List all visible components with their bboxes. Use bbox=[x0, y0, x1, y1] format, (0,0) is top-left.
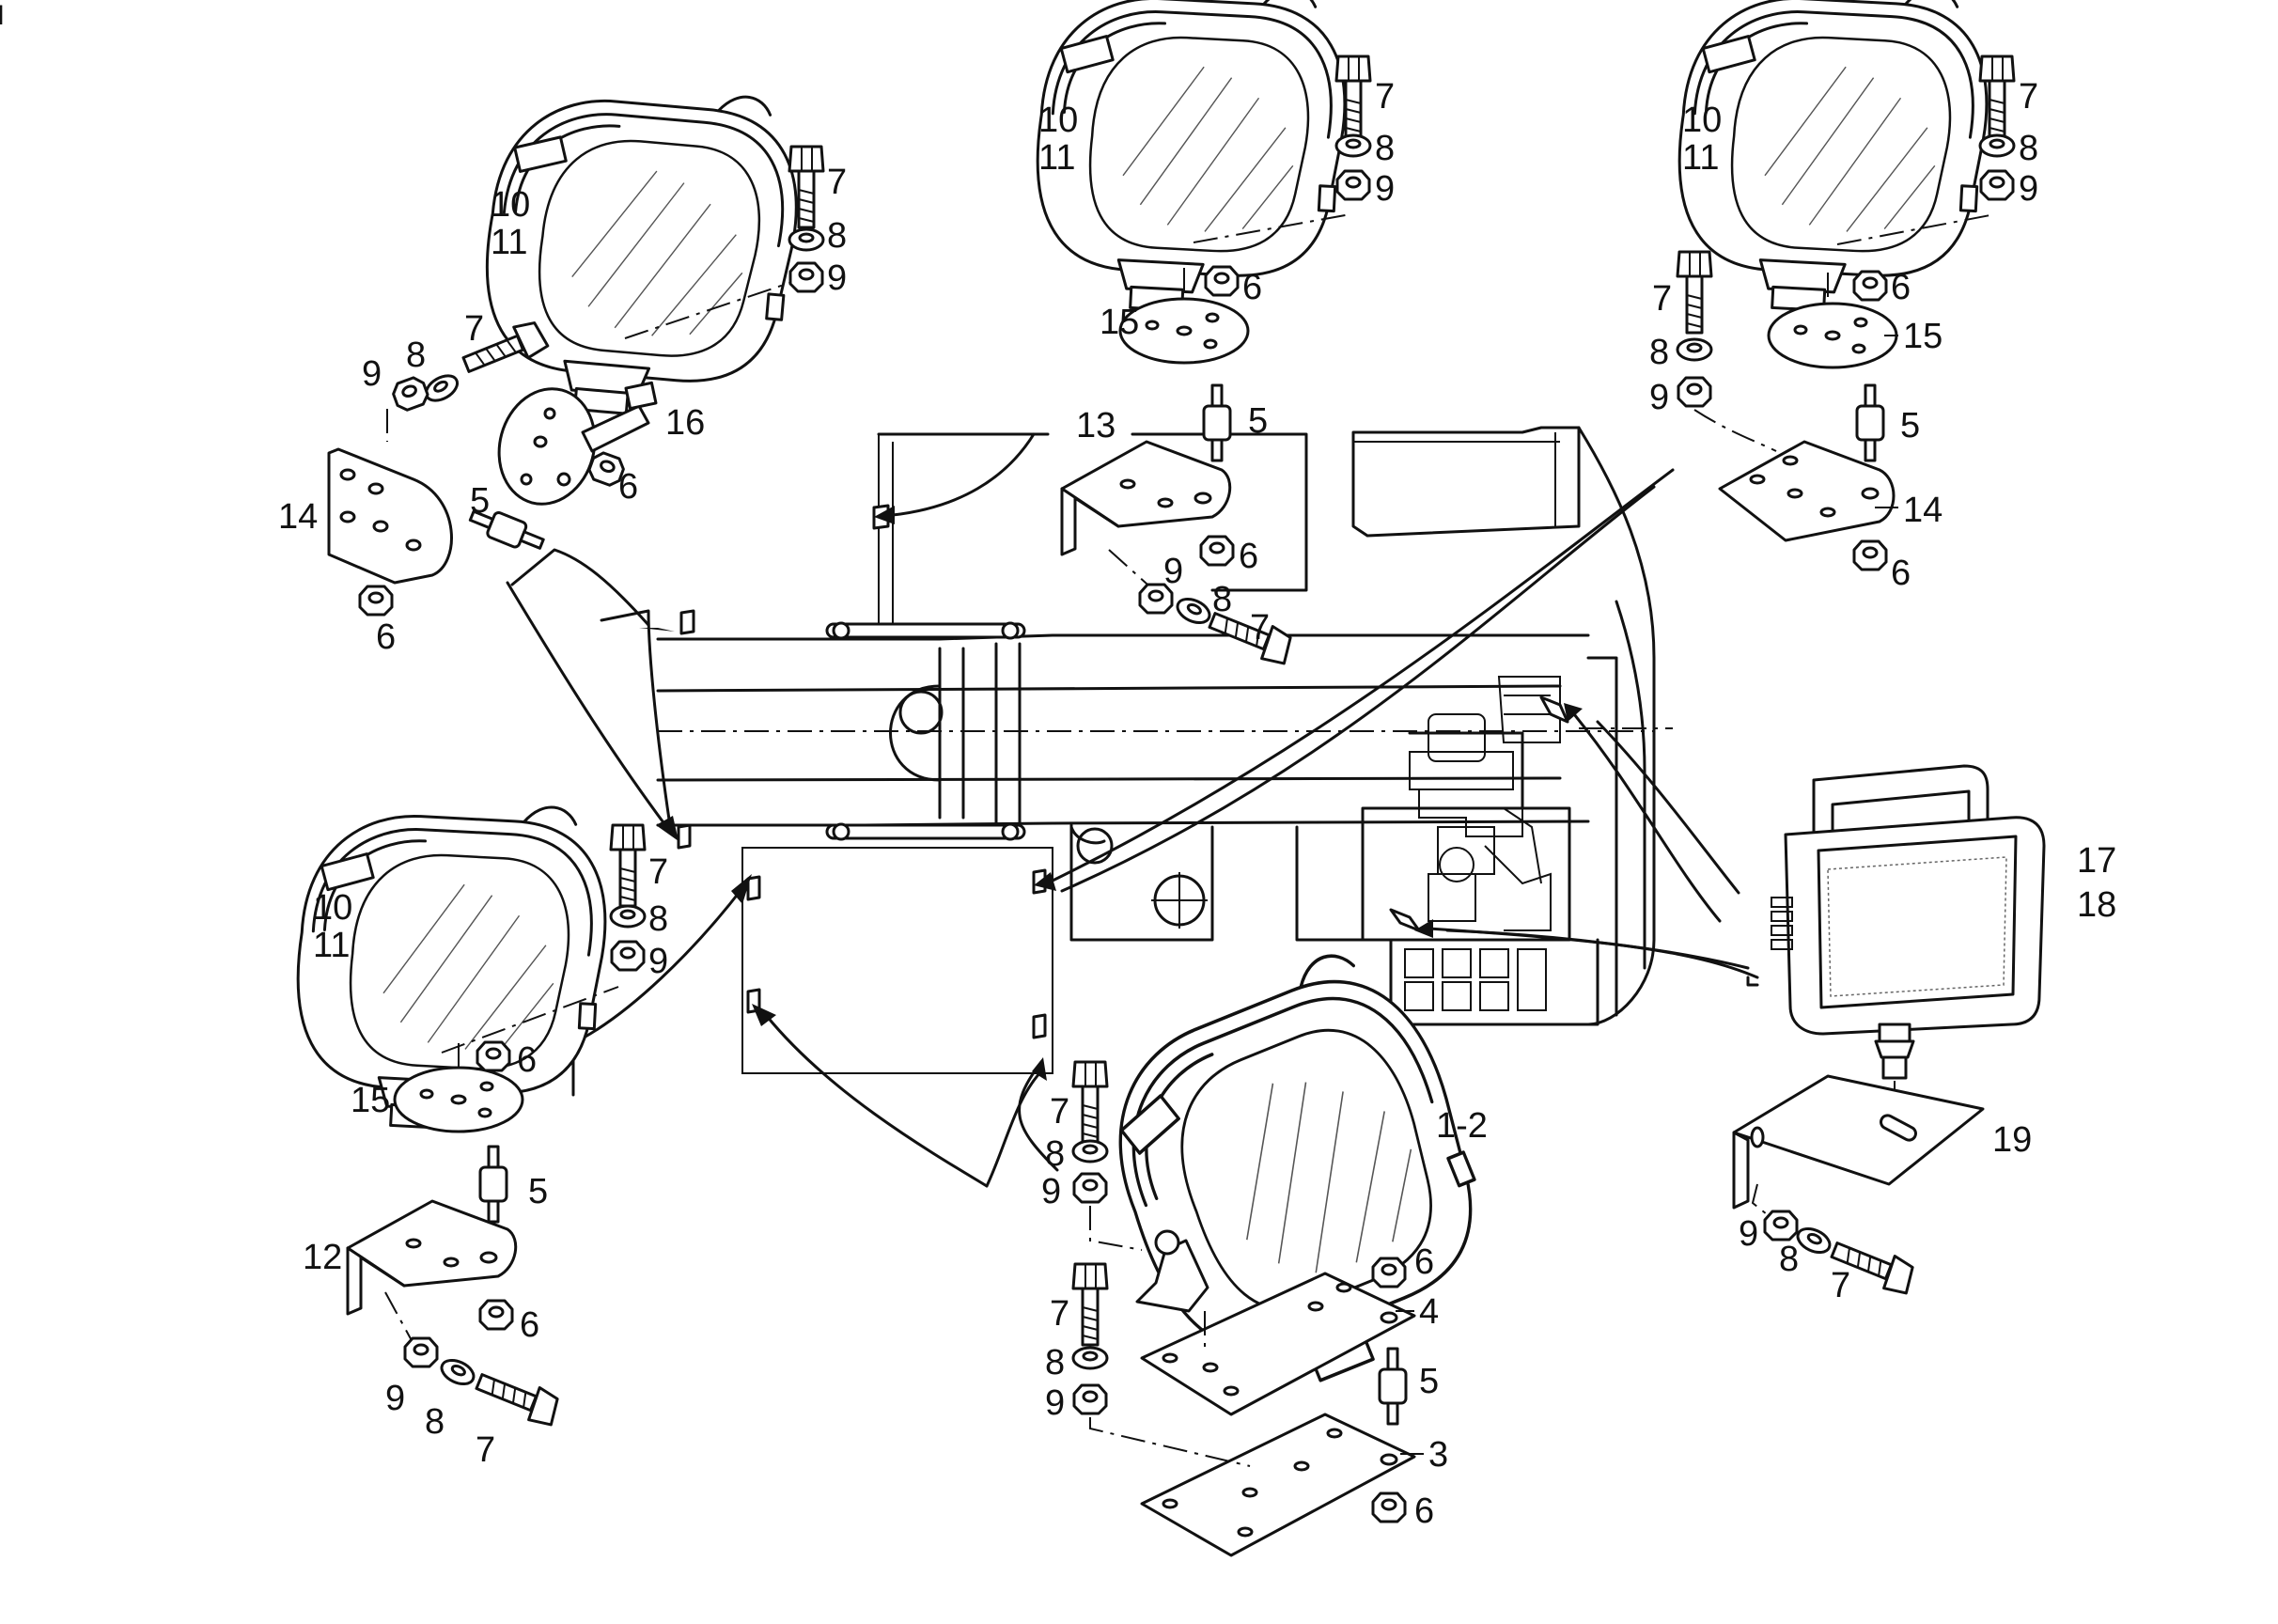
lamp-assembly-bottom-center bbox=[1069, 931, 1530, 1557]
label-8: 8 bbox=[1649, 333, 1669, 372]
label-14: 14 bbox=[1903, 491, 1943, 530]
label-11: 11 bbox=[313, 926, 350, 965]
label-7: 7 bbox=[1050, 1294, 1069, 1334]
label-13: 13 bbox=[1076, 406, 1116, 445]
label-8: 8 bbox=[1779, 1240, 1799, 1279]
lamp-assembly-top-right bbox=[1670, 0, 2016, 571]
label-16: 16 bbox=[665, 403, 705, 443]
label-1-2: 1-2 bbox=[1436, 1106, 1488, 1146]
label-8: 8 bbox=[1375, 129, 1395, 168]
label-12: 12 bbox=[303, 1238, 342, 1277]
page-corner-mark: I bbox=[0, 0, 4, 31]
label-14: 14 bbox=[278, 497, 318, 537]
label-9: 9 bbox=[385, 1379, 405, 1418]
label-5: 5 bbox=[470, 481, 490, 521]
label-6: 6 bbox=[517, 1040, 537, 1080]
label-6: 6 bbox=[1242, 268, 1262, 307]
label-9: 9 bbox=[1739, 1214, 1758, 1254]
label-8: 8 bbox=[425, 1402, 445, 1442]
label-9: 9 bbox=[1375, 169, 1395, 209]
label-8: 8 bbox=[1045, 1134, 1065, 1174]
label-5: 5 bbox=[1248, 401, 1268, 441]
label-7: 7 bbox=[1375, 77, 1395, 117]
label-9: 9 bbox=[648, 942, 668, 981]
label-6: 6 bbox=[618, 467, 638, 507]
label-7: 7 bbox=[1652, 279, 1672, 319]
callout-arrows bbox=[506, 432, 1759, 1188]
label-10: 10 bbox=[1682, 101, 1722, 140]
label-7: 7 bbox=[1250, 608, 1270, 648]
label-9: 9 bbox=[827, 258, 847, 298]
label-9: 9 bbox=[2019, 169, 2038, 209]
lamp-assembly-top-center bbox=[1028, 0, 1372, 669]
rectangular-work-lamp-assembly bbox=[1732, 764, 2046, 1299]
lamp-assembly-top-left bbox=[327, 73, 825, 617]
part-number-labels: 10 11 7 8 9 7 8 9 16 6 5 14 6 10 11 7 8 … bbox=[278, 77, 2116, 1531]
label-15: 15 bbox=[351, 1081, 390, 1120]
label-7: 7 bbox=[1050, 1092, 1069, 1132]
label-7: 7 bbox=[827, 163, 847, 202]
label-3: 3 bbox=[1428, 1435, 1448, 1475]
label-7: 7 bbox=[476, 1430, 495, 1470]
label-7: 7 bbox=[464, 309, 484, 349]
label-11: 11 bbox=[1682, 138, 1719, 178]
label-9: 9 bbox=[1163, 552, 1183, 591]
label-5: 5 bbox=[528, 1172, 548, 1211]
label-15: 15 bbox=[1100, 303, 1139, 342]
label-7: 7 bbox=[2019, 77, 2038, 117]
label-8: 8 bbox=[2019, 129, 2038, 168]
label-5: 5 bbox=[1900, 406, 1920, 445]
label-15: 15 bbox=[1903, 317, 1943, 356]
label-6: 6 bbox=[1414, 1242, 1434, 1282]
label-8: 8 bbox=[648, 899, 668, 939]
lamp-assembly-lower-left bbox=[289, 792, 647, 1430]
machine-body-outline bbox=[656, 426, 1673, 1074]
label-6: 6 bbox=[1414, 1491, 1434, 1531]
label-9: 9 bbox=[362, 354, 382, 394]
label-9: 9 bbox=[1649, 378, 1669, 417]
label-11: 11 bbox=[1038, 138, 1075, 178]
label-10: 10 bbox=[313, 888, 352, 928]
label-9: 9 bbox=[1045, 1383, 1065, 1423]
label-19: 19 bbox=[1992, 1120, 2032, 1160]
label-5: 5 bbox=[1419, 1362, 1439, 1401]
label-8: 8 bbox=[827, 216, 847, 256]
label-6: 6 bbox=[376, 617, 396, 657]
label-8: 8 bbox=[1212, 580, 1232, 619]
label-10: 10 bbox=[1038, 101, 1078, 140]
label-leader-lines bbox=[1396, 335, 1898, 1455]
label-11: 11 bbox=[491, 223, 527, 262]
label-6: 6 bbox=[520, 1305, 539, 1345]
label-18: 18 bbox=[2077, 885, 2116, 925]
label-6: 6 bbox=[1891, 554, 1911, 593]
label-10: 10 bbox=[491, 185, 530, 225]
label-7: 7 bbox=[648, 852, 668, 892]
label-4: 4 bbox=[1419, 1292, 1439, 1332]
label-17: 17 bbox=[2077, 841, 2116, 881]
label-8: 8 bbox=[1045, 1343, 1065, 1382]
label-9: 9 bbox=[1041, 1172, 1061, 1211]
label-7: 7 bbox=[1831, 1266, 1850, 1305]
label-8: 8 bbox=[406, 336, 426, 375]
label-6: 6 bbox=[1891, 268, 1911, 307]
label-6: 6 bbox=[1239, 537, 1258, 576]
